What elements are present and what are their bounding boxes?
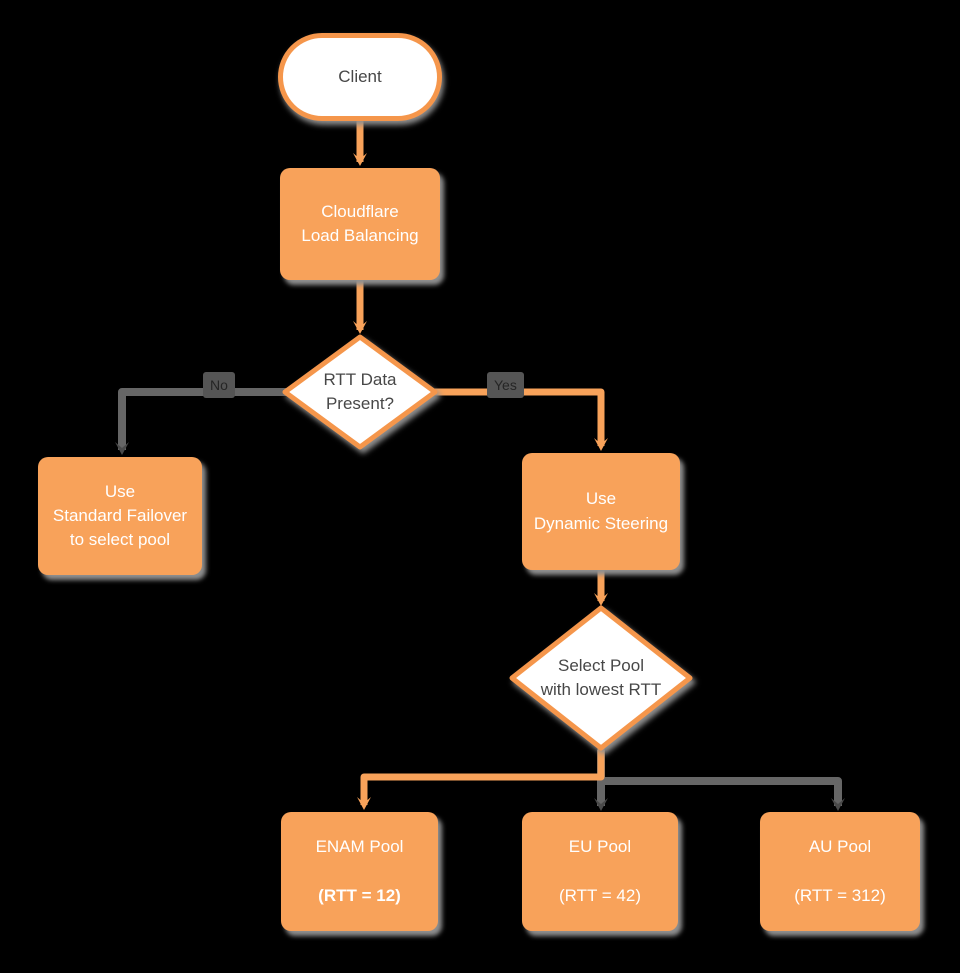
- edge-client-lb-arrowhead: [353, 153, 367, 166]
- enam-pool-name: ENAM Pool: [315, 837, 404, 857]
- node-cloudflare-load-balancing: Cloudflare Load Balancing: [280, 168, 440, 280]
- node-use-dynamic-steering: Use Dynamic Steering: [522, 453, 680, 570]
- node-au-pool: AU Pool (RTT = 312): [760, 812, 920, 931]
- enam-pool-rtt: (RTT = 12): [318, 885, 401, 905]
- node-eu-pool: EU Pool (RTT = 42): [522, 812, 678, 931]
- edge-to-au-arrowhead: [831, 798, 845, 811]
- edge-to-enam-line: [360, 744, 605, 805]
- edge-label-yes: Yes: [487, 372, 524, 398]
- node-enam-pool: ENAM Pool (RTT = 12): [281, 812, 438, 931]
- decision-select-pool: [509, 605, 693, 751]
- decision-rtt-data-present: [282, 334, 438, 450]
- edge-yes-line: [433, 388, 605, 446]
- eu-pool-name: EU Pool: [568, 837, 632, 857]
- edge-lb-decision-arrowhead: [353, 321, 367, 334]
- node-use-standard-failover: Use Standard Failover to select pool: [38, 457, 202, 575]
- edge-no-line: [118, 388, 287, 450]
- edge-yes-arrowhead: [594, 438, 608, 451]
- au-pool-rtt: (RTT = 312): [794, 885, 886, 905]
- edge-to-au-line: [601, 777, 842, 806]
- node-client: Client: [278, 33, 442, 121]
- edge-to-eu-arrowhead: [594, 798, 608, 811]
- edge-no-arrowhead: [115, 442, 129, 455]
- edge-steering-decision-arrowhead: [594, 593, 608, 606]
- edge-label-no: No: [203, 372, 235, 398]
- edge-to-enam-arrowhead: [357, 797, 371, 810]
- au-pool-name: AU Pool: [808, 837, 872, 857]
- eu-pool-rtt: (RTT = 42): [558, 885, 642, 905]
